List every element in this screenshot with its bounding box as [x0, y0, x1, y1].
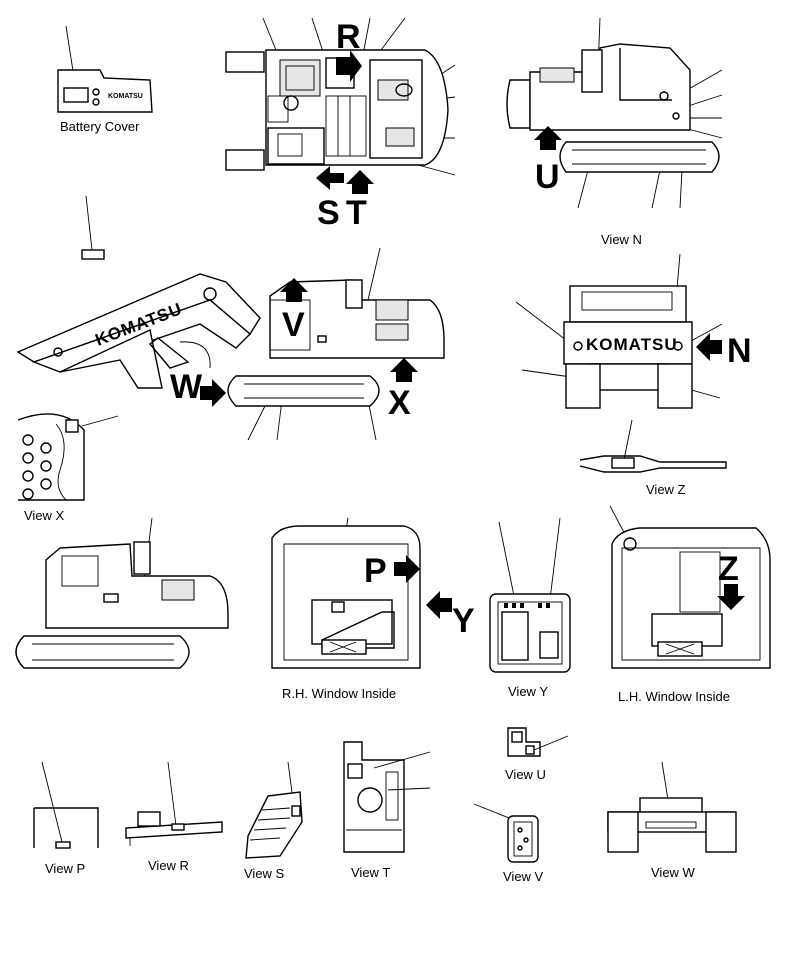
view-y: View Y [489, 517, 571, 699]
rear-view: KOMATSU N [515, 253, 752, 409]
arrow-z-icon [717, 584, 745, 610]
view-s: View S [244, 761, 303, 881]
arrow-y-icon [426, 591, 452, 619]
arrow-r-label: R [336, 18, 361, 56]
arrow-p-icon [394, 555, 420, 583]
top-plan-view: R S T [225, 17, 456, 232]
view-y-label: View Y [508, 684, 548, 699]
view-r: View R [125, 761, 223, 873]
arrow-u-label: U [535, 158, 560, 196]
view-n: U View N [506, 17, 723, 247]
arrow-x-icon [390, 358, 418, 382]
view-w-label: View W [651, 865, 696, 880]
view-n-label: View N [601, 232, 642, 247]
view-x: View X [17, 413, 119, 523]
lh-window-inside: Z L.H. Window Inside [609, 505, 771, 704]
view-v: View V [473, 803, 544, 884]
view-t: View T [343, 741, 431, 880]
arrow-z-label: Z [718, 550, 739, 588]
arrow-s-label: S [317, 194, 340, 232]
battery-cover-label: Battery Cover [60, 119, 140, 134]
view-x-label: View X [24, 508, 65, 523]
arrow-v-icon [280, 278, 308, 302]
view-w: View W [607, 761, 737, 880]
rh-window-inside: P Y R.H. Window Inside [271, 517, 475, 701]
arrow-n-label: N [727, 332, 752, 370]
view-v-label: View V [503, 869, 544, 884]
arrow-r-icon [336, 50, 362, 82]
view-p-label: View P [45, 861, 85, 876]
arrow-u-icon [534, 126, 562, 150]
arrow-w-icon [200, 379, 226, 407]
small-decal [81, 195, 105, 260]
arrow-p-label: P [364, 552, 387, 590]
view-z-label: View Z [646, 482, 686, 497]
rear-brand: KOMATSU [586, 335, 678, 354]
arrow-t-label: T [346, 194, 367, 232]
arrow-n-icon [696, 333, 722, 361]
view-t-label: View T [351, 865, 390, 880]
view-z: View Z [579, 419, 727, 497]
arrow-s-icon [316, 166, 344, 190]
main-side-view: KOMATSU V W X [16, 247, 445, 441]
lh-window-label: L.H. Window Inside [618, 689, 730, 704]
arrow-y-label: Y [452, 602, 475, 640]
battery-cover-view: KOMATSU Battery Cover [57, 25, 153, 134]
view-u-label: View U [505, 767, 546, 782]
view-s-label: View S [244, 866, 285, 881]
arrow-t-icon [346, 170, 374, 194]
side-view-left [15, 517, 229, 669]
battery-cover-brand: KOMATSU [108, 93, 143, 100]
view-r-label: View R [148, 858, 189, 873]
rh-window-label: R.H. Window Inside [282, 686, 396, 701]
arrow-v-label: V [282, 306, 305, 344]
view-p: View P [33, 761, 99, 876]
arrow-x-label: X [388, 384, 411, 422]
view-u: View U [505, 727, 569, 782]
arrow-w-label: W [170, 368, 203, 406]
